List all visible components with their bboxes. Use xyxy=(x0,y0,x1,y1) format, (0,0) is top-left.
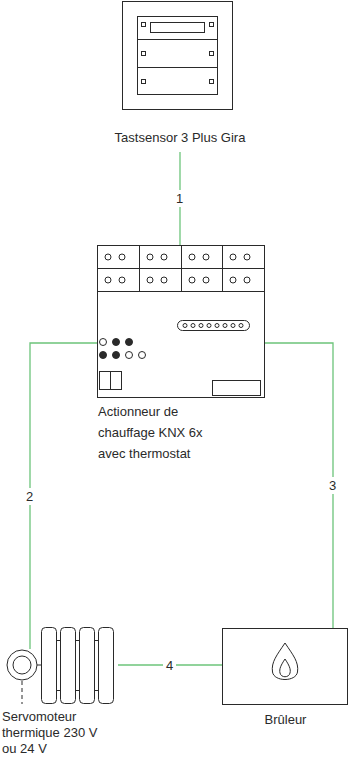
device-label: Tastsensor 3 Plus Gira xyxy=(100,130,260,146)
radiator xyxy=(7,628,114,705)
device-label: Actionneur de chauffage KNX 6x avec ther… xyxy=(98,401,223,464)
callout-number: 4 xyxy=(163,657,176,674)
callout-number: 3 xyxy=(326,477,339,494)
connection-line xyxy=(265,343,333,628)
device-label: Servomoteur thermique 230 V ou 24 V xyxy=(2,709,110,757)
sensor-node: Tastsensor 3 Plus Gira xyxy=(100,0,260,152)
callout-number: 1 xyxy=(173,190,186,207)
servomotor-node: Servomoteur thermique 230 V ou 24 V xyxy=(2,649,118,759)
device-label: Brûleur xyxy=(222,712,349,728)
heating-actuator xyxy=(98,246,265,398)
connection-line xyxy=(30,343,97,649)
burner-node: Brûleur xyxy=(222,628,349,734)
push-button-sensor xyxy=(123,2,233,110)
burner xyxy=(223,629,348,705)
callout-number: 2 xyxy=(23,488,36,505)
actuator-node: Actionneur de chauffage KNX 6x avec ther… xyxy=(97,245,265,467)
